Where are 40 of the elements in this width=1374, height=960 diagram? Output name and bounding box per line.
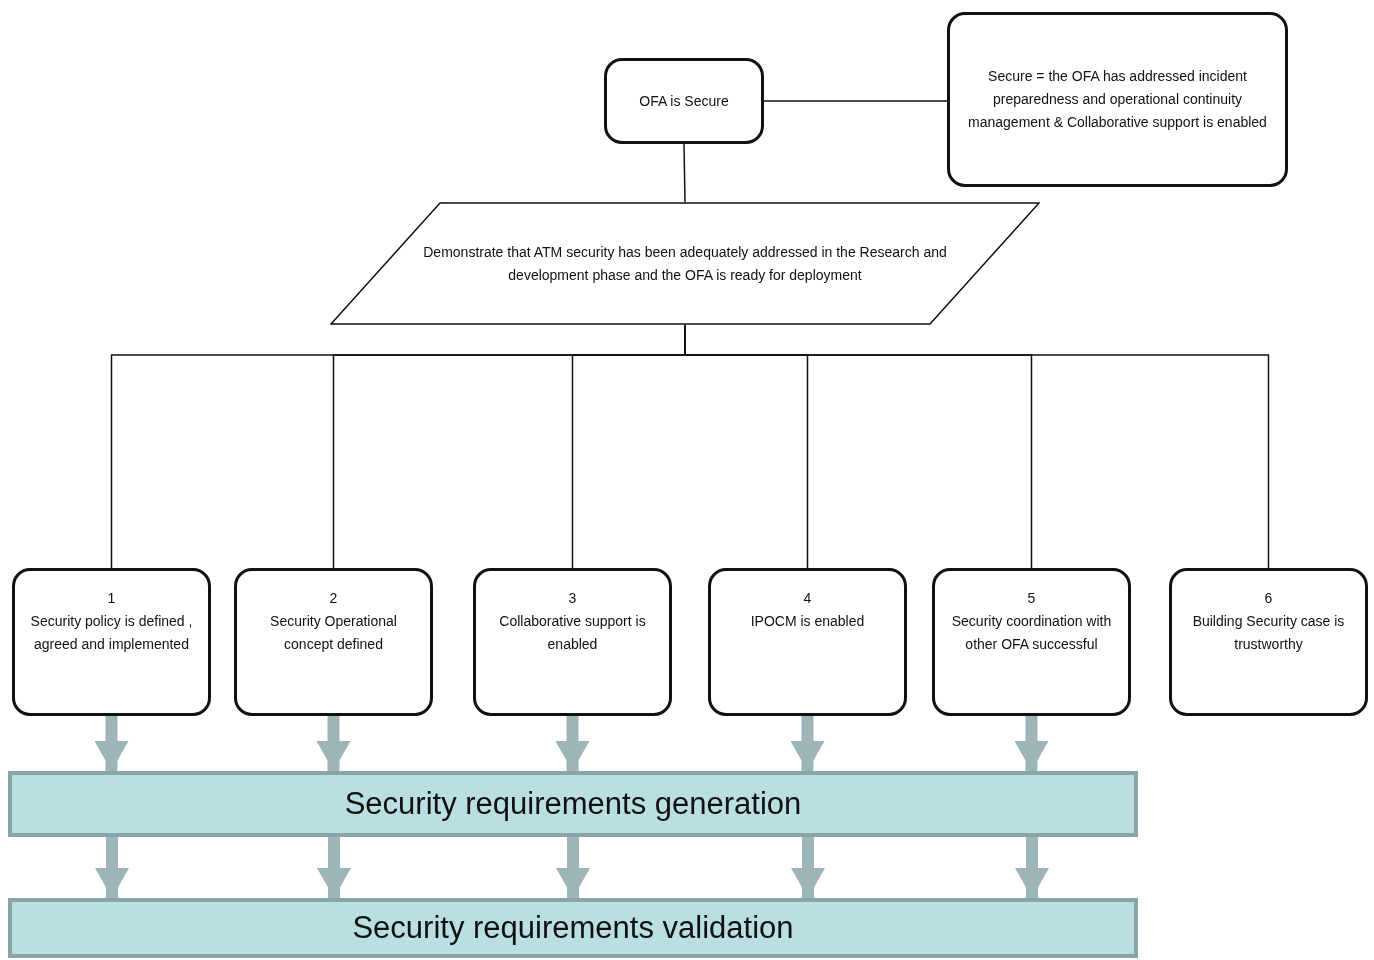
node-text: Secure = the OFA has addressed incident preparedness and operational continuity management & Collaborative support is enabled [967, 67, 1268, 132]
goal-box [708, 568, 907, 716]
goal-box [473, 568, 672, 716]
node-text: Security policy is defined , agreed and implemented [29, 612, 194, 654]
node-text: Collaborative support is enabled [498, 612, 647, 654]
block-arrow [791, 837, 825, 898]
block-arrow [94, 716, 129, 771]
block-arrow [316, 716, 351, 771]
block-arrow [556, 837, 590, 898]
node-text: IPOCM is enabled [750, 612, 865, 631]
step-number: 2 [329, 589, 338, 608]
connector-line [763, 100, 948, 102]
step-number: 6 [1264, 589, 1273, 608]
step-number: 3 [568, 589, 577, 608]
block-arrow [790, 716, 825, 771]
goal-box [1169, 568, 1368, 716]
step-number: 1 [107, 589, 116, 608]
goal-box [12, 568, 211, 716]
goal-box [947, 12, 1288, 187]
parallelogram-box [330, 202, 1040, 325]
process-band [8, 771, 1138, 837]
block-arrow [555, 716, 590, 771]
block-arrow [317, 837, 351, 898]
node-text: Building Security case is trustworthy [1191, 612, 1346, 654]
step-number: 5 [1027, 589, 1036, 608]
goal-box [604, 58, 764, 144]
step-number: 4 [803, 589, 812, 608]
connector-line [683, 143, 686, 203]
block-arrow [1015, 837, 1049, 898]
process-band [8, 898, 1138, 958]
node-text: Security Operational concept defined [269, 612, 398, 654]
node-text: Security coordination with other OFA successful [950, 612, 1113, 654]
block-arrow [1014, 716, 1049, 771]
goal-box [234, 568, 433, 716]
band-title: Security requirements generation [344, 786, 802, 822]
node-text: OFA is Secure [639, 91, 729, 111]
block-arrow [95, 837, 129, 898]
band-title: Security requirements validation [352, 910, 794, 946]
node-text: Demonstrate that ATM security has been adequately addressed in the Research and development phase and the OFA is ready for deployment [422, 242, 948, 285]
goal-box [932, 568, 1131, 716]
